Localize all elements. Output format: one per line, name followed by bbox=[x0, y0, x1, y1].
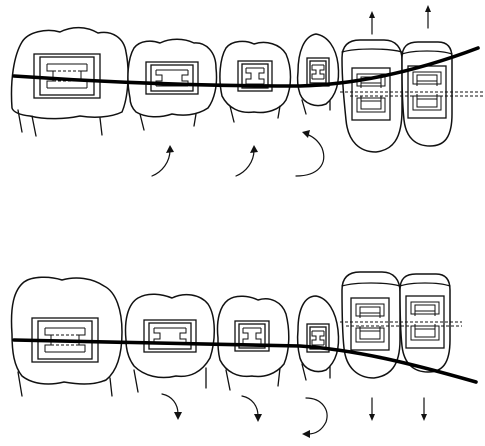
lower-incisor-down-arrow-1 bbox=[369, 398, 375, 421]
upper-premolar-2-rotation-arrow bbox=[152, 145, 174, 176]
upper-incisor-up-arrow-1 bbox=[369, 11, 375, 34]
lower-premolar-1-rotation-arrow bbox=[242, 396, 262, 422]
lower-premolar-2-bracket bbox=[144, 320, 196, 352]
upper-premolar-1-rotation-arrow bbox=[236, 145, 258, 176]
upper-incisor-up-arrow-2 bbox=[425, 5, 431, 28]
upper-canine-rotation-arrow bbox=[296, 130, 324, 176]
upper-canine-bracket bbox=[307, 58, 329, 86]
upper-premolar-2-bracket bbox=[146, 62, 198, 94]
lower-panel bbox=[12, 272, 477, 438]
lower-lateral-incisor-bracket bbox=[351, 298, 389, 350]
upper-panel bbox=[11, 5, 484, 176]
lower-incisor-down-arrow-2 bbox=[421, 398, 427, 421]
lower-premolar-2-rotation-arrow bbox=[162, 394, 182, 420]
lower-canine-rotation-arrow bbox=[302, 398, 327, 438]
upper-molar-bracket bbox=[34, 54, 100, 98]
